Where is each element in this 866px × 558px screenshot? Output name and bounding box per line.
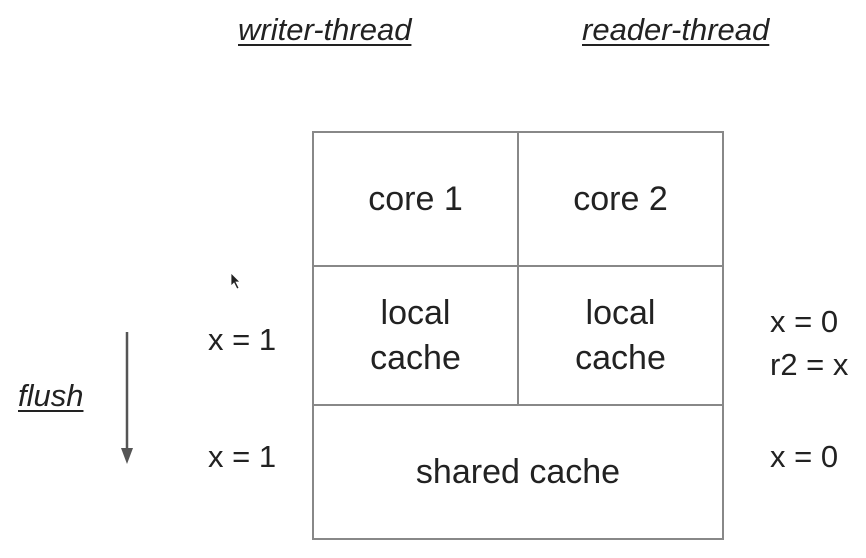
core-1-cell: core 1	[312, 131, 519, 267]
reader-local-cache-value: x = 0 r2 = x	[770, 304, 849, 383]
writer-shared-cache-value: x = 1	[208, 439, 277, 474]
arrow-down-icon	[121, 332, 133, 464]
writer-thread-heading: writer-thread	[238, 12, 412, 47]
flush-label: flush	[18, 378, 84, 413]
mouse-cursor-icon	[230, 272, 241, 290]
reader-thread-heading: reader-thread	[582, 12, 770, 47]
shared-cache-cell: shared cache	[312, 404, 724, 540]
core-2-cell: core 2	[517, 131, 724, 267]
local-cache-1-cell: local cache	[312, 265, 519, 406]
local-cache-2-cell: local cache	[517, 265, 724, 406]
reader-shared-cache-value: x = 0	[770, 439, 839, 474]
writer-local-cache-value: x = 1	[208, 322, 277, 357]
